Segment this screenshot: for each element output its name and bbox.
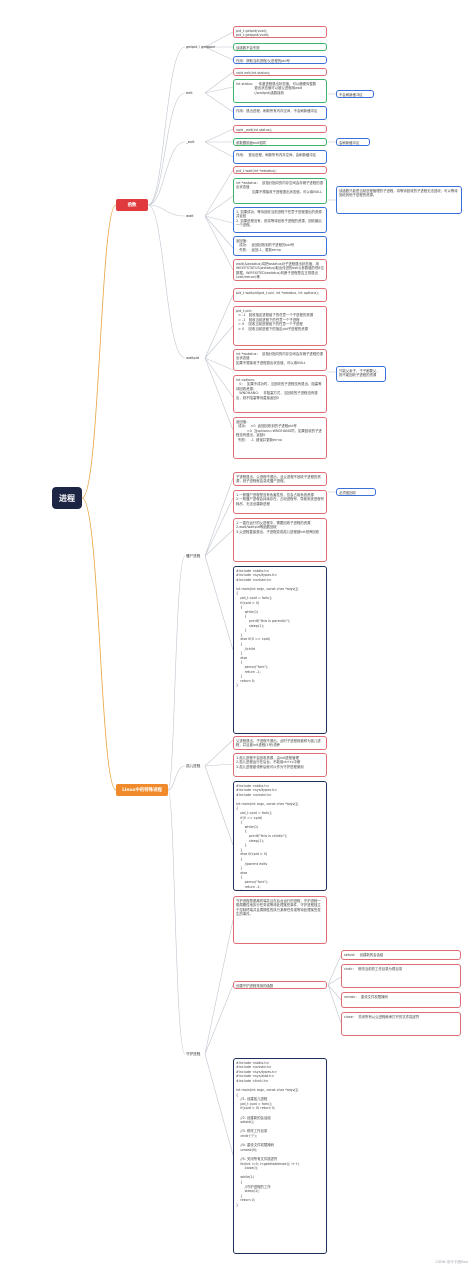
exit2-function: 作用： 退出进程，刷新所有内存空间，会刷新缓冲区 — [233, 150, 327, 164]
label-daemon[interactable]: 守护进程 — [186, 1052, 201, 1056]
waitpid-prototype: pid_t waitpid(pid_t pid, int *wstatus, i… — [233, 288, 327, 302]
zombie-solution: 1.一直在运行的父进程中，需要回收子进程的资源 2.wait/waitpid等函… — [233, 518, 327, 562]
getpid-function: 作用：获取当前进程/父进程的pid号 — [233, 56, 327, 64]
getpid-return: 该函数不会失败 — [233, 43, 327, 51]
waitpid-status: int *wstatus： 该指针指向的内存空间会存储子进程的退出状态值 如果不… — [233, 349, 327, 371]
waitpid-options: int options： 0： 如果不成功时，当回收的子进程没有退出，阻塞等待回… — [233, 375, 327, 413]
exit2-side-note: 会刷新缓冲区 — [336, 138, 370, 146]
daemon-functions: 创建守护进程常用的函数 — [233, 981, 327, 989]
exit-prototype: void exit(int status); — [233, 68, 327, 76]
wait-note: wait(&wstatus)将把wstatus对子进程退出状态值，用WEXITS… — [233, 259, 327, 281]
zombie-harm: 1.一般僵尸进程是没有危害性的，仅会占用系统资源 2.一般僵尸进程会持续存在，占… — [233, 490, 327, 514]
orphan-code: #include <stdio.h> #include <sys/types.h… — [233, 781, 327, 891]
exit2-prototype: void _exit(int status); — [233, 125, 327, 133]
label-exit2[interactable]: _exit — [186, 140, 195, 144]
label-wait[interactable]: wait — [186, 214, 194, 218]
wait-side-note: 该函数只能是当前进程管理的子进程，将等待回收的子进程无法回收，可以等待回收其他子… — [336, 186, 462, 214]
branch-special-processes[interactable]: Linux中的特殊进程 — [116, 784, 168, 796]
label-getpid[interactable]: getpid / getppid — [186, 45, 215, 49]
label-zombie[interactable]: 僵尸进程 — [186, 554, 201, 558]
getpid-prototype: pid_t getpid(void); pid_t getppid(void); — [233, 26, 327, 38]
waitpid-pid: pid_t pid： < -1 回收指定进程组下的任意一个子进程的资源 = -1… — [233, 306, 327, 346]
root-node[interactable]: 进程 — [52, 487, 82, 509]
watermark: CSDN @卡卡西Ran — [435, 1260, 468, 1264]
label-waitpid[interactable]: waitpid — [186, 356, 200, 360]
daemon-chdir: chdir： 修改当前的工作目录为根目录 — [341, 964, 461, 988]
zombie-code: #include <stdio.h> #include <sys/types.h… — [233, 566, 327, 734]
label-exit[interactable]: exit — [186, 91, 193, 95]
waitpid-return: 返回值： 成功： >0 返回回收到的子进程pid号 =0 当options=WN… — [233, 417, 327, 459]
daemon-close: close： 关闭所有从父进程继承打开的文件描述符 — [341, 1012, 461, 1036]
branch-functions[interactable]: 函数 — [116, 199, 148, 211]
orphan-definition: 父进程退出，子进程不退出，此时子进程就被称为孤儿进程，并且被init进程(1号)… — [233, 736, 327, 750]
orphan-note: 1.孤儿进程不会回收资源，由init进程管理 2.孤儿进程运行在后台，不能用ct… — [233, 753, 327, 777]
zombie-side-note: 必须被回收 — [336, 488, 376, 496]
waitpid-side-note: 只能父亲子，子子都要父，则不能回收子进程的资源 — [336, 366, 386, 382]
label-orphan[interactable]: 孤儿进程 — [186, 764, 201, 768]
wait-behavior: 1. 如果成功，等待回收当前进程下任意子进程退出的资源并返回 2. 如果进程没有… — [233, 207, 327, 233]
wait-prototype: pid_t wait(int *wstatus); — [233, 166, 327, 174]
zombie-definition: 子进程退出，父进程不退出，且父进程不回收子进程的资源，则子进程就会变成僵尸进程。 — [233, 472, 327, 486]
wait-param: int *wstatus： 该指针指向的内存空间会存储子进程的退出状态值 如果不… — [233, 178, 327, 204]
daemon-code: #include <stdio.h> #include <unistd.h> #… — [233, 1058, 327, 1254]
exit-side-note: 不会刷新缓冲区 — [336, 90, 374, 98]
exit2-param: 参数跟前面exit相同 — [233, 138, 327, 146]
exit-param: int status： 传递进程退出状态值，可以随便传整数 退出状态值可以被父进… — [233, 79, 327, 103]
daemon-definition: 守护进程是脱离终端并且在后台运行的进程，守护进程一般周期性地执行任务或等待处理某… — [233, 896, 327, 944]
wait-return: 返回值： 成功： 返回回收到的子进程的pid号 失败： 返回-1，更新errno — [233, 236, 327, 256]
daemon-umask: umask： 重设文件权限掩码 — [341, 992, 461, 1008]
daemon-setsid: setsid： 创建新的会话组 — [341, 950, 461, 960]
exit-function: 作用：退出进程，刷新所有内存空间，不会刷新缓冲区 — [233, 106, 327, 120]
